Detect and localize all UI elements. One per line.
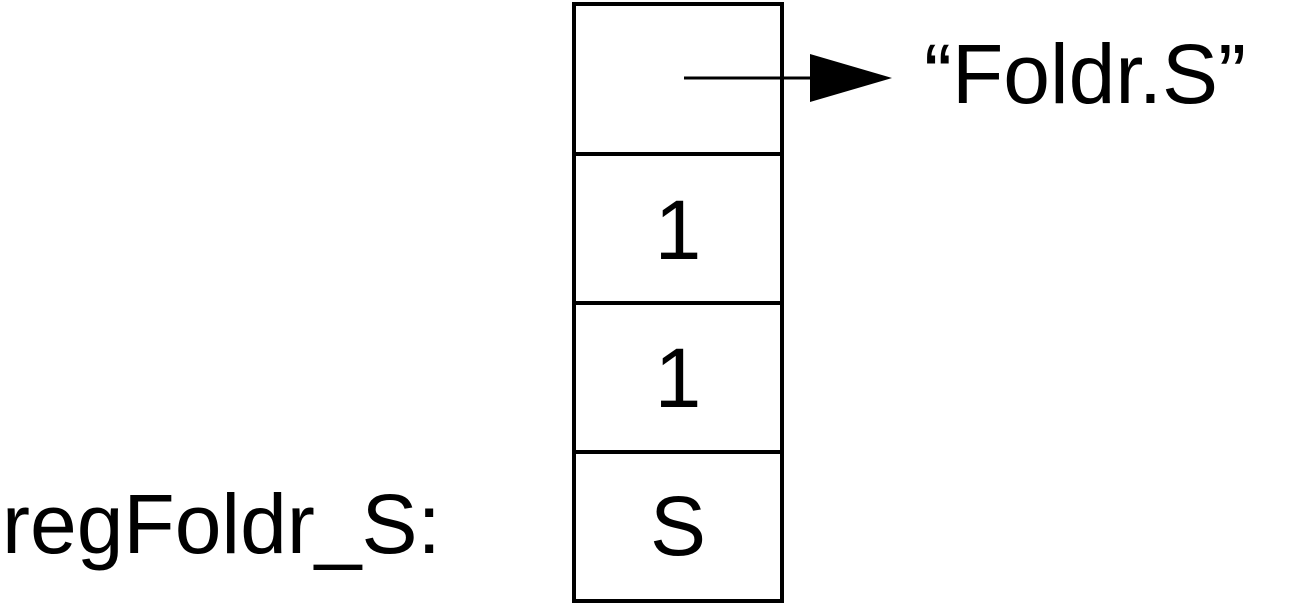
pointer-target-label: “Foldr.S” bbox=[924, 27, 1247, 121]
record-cell-2: 1 bbox=[654, 183, 702, 277]
record-label: regFoldr_S: bbox=[2, 477, 441, 571]
record-cell-4: S bbox=[649, 479, 707, 573]
record-cell-3: 1 bbox=[654, 331, 702, 425]
pointer-arrowhead bbox=[810, 54, 892, 102]
